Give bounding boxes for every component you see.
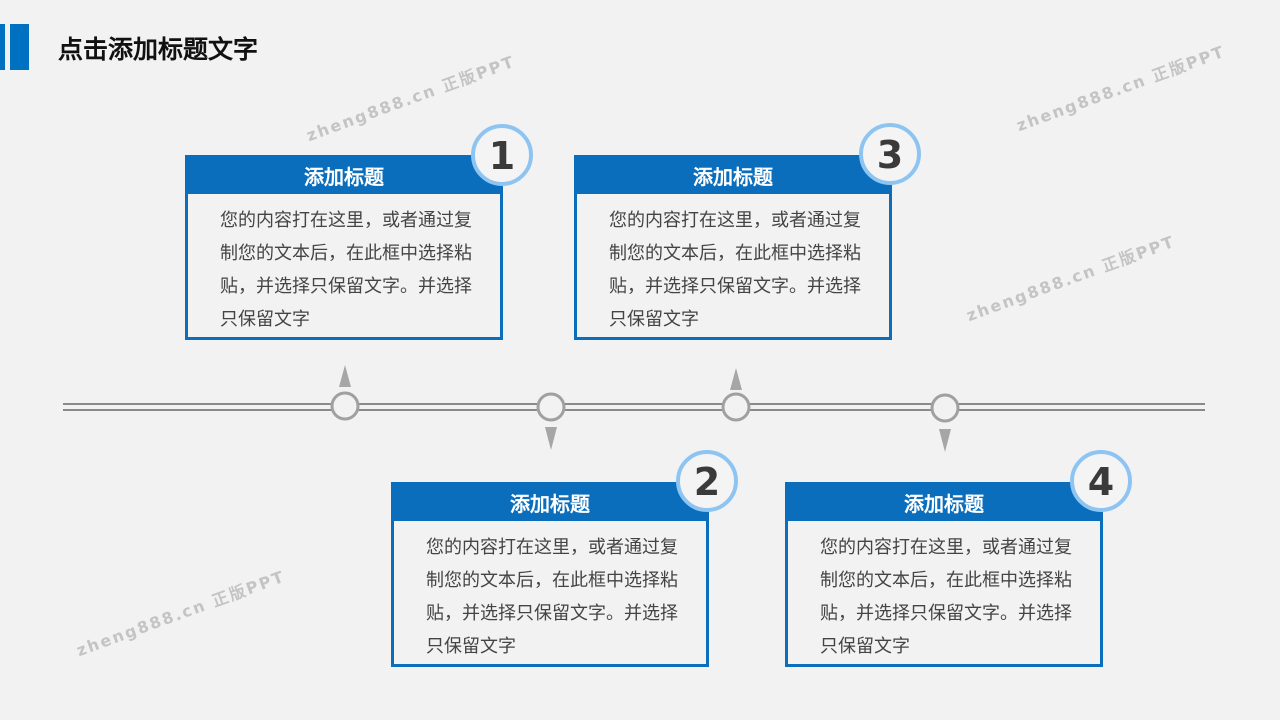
page-title: 点击添加标题文字: [58, 35, 259, 64]
timeline-node: [930, 393, 960, 423]
step-badge-3: 3: [859, 123, 921, 185]
step-card-3: 添加标题 您的内容打在这里，或者通过复制您的文本后，在此框中选择粘贴，并选择只保…: [574, 155, 892, 340]
title-accent-bar: [0, 24, 5, 70]
arrow-down-icon: [939, 429, 951, 452]
timeline-node: [330, 391, 360, 421]
card-body: 您的内容打在这里，或者通过复制您的文本后，在此框中选择粘贴，并选择只保留文字。并…: [609, 210, 861, 330]
card-heading: 添加标题: [577, 158, 889, 194]
arrow-up-icon: [339, 365, 351, 387]
step-card-2: 添加标题 您的内容打在这里，或者通过复制您的文本后，在此框中选择粘贴，并选择只保…: [391, 482, 709, 667]
card-heading: 添加标题: [394, 485, 706, 521]
step-badge-1: 1: [471, 124, 533, 186]
step-badge-4: 4: [1070, 450, 1132, 512]
timeline-node: [721, 392, 751, 422]
step-card-4: 添加标题 您的内容打在这里，或者通过复制您的文本后，在此框中选择粘贴，并选择只保…: [785, 482, 1103, 667]
arrow-down-icon: [545, 427, 557, 450]
card-heading: 添加标题: [188, 158, 500, 194]
step-badge-2: 2: [676, 450, 738, 512]
arrow-up-icon: [730, 368, 742, 390]
card-body: 您的内容打在这里，或者通过复制您的文本后，在此框中选择粘贴，并选择只保留文字。并…: [220, 210, 472, 330]
card-body: 您的内容打在这里，或者通过复制您的文本后，在此框中选择粘贴，并选择只保留文字。并…: [820, 537, 1072, 657]
step-card-1: 添加标题 您的内容打在这里，或者通过复制您的文本后，在此框中选择粘贴，并选择只保…: [185, 155, 503, 340]
card-body: 您的内容打在这里，或者通过复制您的文本后，在此框中选择粘贴，并选择只保留文字。并…: [426, 537, 678, 657]
title-accent-bar: [10, 24, 29, 70]
timeline-node: [536, 392, 566, 422]
card-heading: 添加标题: [788, 485, 1100, 521]
